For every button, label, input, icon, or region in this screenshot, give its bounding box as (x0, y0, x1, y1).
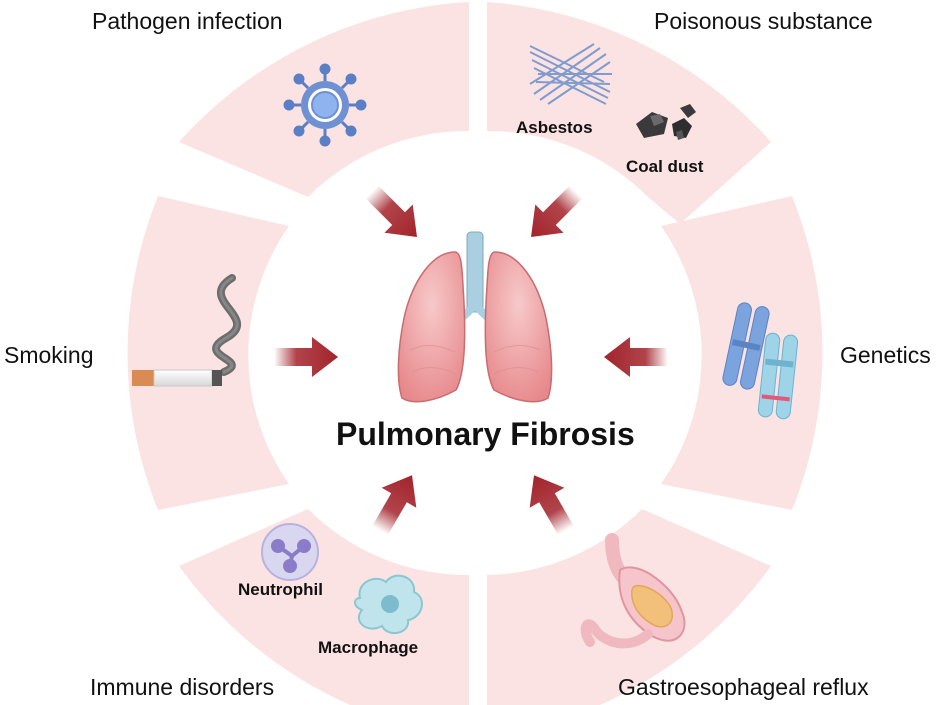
cigarette-ash (212, 370, 222, 386)
arrow-from-smoking (274, 337, 338, 377)
macrophage-icon (354, 574, 423, 635)
label-macrophage: Macrophage (318, 638, 419, 657)
label-poisonous-substance: Poisonous substance (654, 8, 873, 34)
cigarette-icon (132, 274, 242, 387)
neutrophil-icon (261, 523, 319, 581)
cigarette-filter (132, 370, 154, 386)
arrow-from-pathogen (365, 185, 417, 237)
label-neutrophil: Neutrophil (238, 580, 323, 599)
left-lung (397, 251, 466, 403)
lungs-icon (397, 231, 553, 403)
center-title: Pulmonary Fibrosis (336, 416, 635, 452)
arrow-from-reflux (529, 475, 574, 536)
label-smoking: Smoking (4, 342, 94, 368)
ring-sectors (127, 2, 823, 705)
arrow-from-immune (372, 475, 417, 536)
cigarette-body (153, 369, 213, 387)
label-pathogen-infection: Pathogen infection (92, 8, 283, 34)
chromosome-icon (722, 302, 799, 420)
lung-texture (409, 345, 541, 375)
label-coal-dust: Coal dust (626, 157, 704, 176)
sector-poison (487, 2, 771, 224)
arrow-from-poison (531, 185, 583, 237)
duodenum (580, 619, 653, 649)
stomach-icon (580, 533, 686, 649)
gastric-content (631, 584, 674, 628)
coal-dust-icon (636, 104, 696, 140)
label-immune-disorders: Immune disorders (90, 674, 275, 700)
label-asbestos: Asbestos (516, 118, 593, 137)
label-gastroesophageal-reflux: Gastroesophageal reflux (618, 674, 869, 700)
right-lung (484, 251, 553, 403)
arrows (274, 185, 668, 536)
arrow-from-genetics (604, 337, 668, 377)
virus-icon (283, 63, 367, 147)
sector-immune (179, 509, 469, 705)
label-genetics: Genetics (840, 342, 931, 368)
trachea (466, 231, 484, 313)
asbestos-icon (529, 43, 612, 105)
sector-smoking (127, 196, 289, 510)
